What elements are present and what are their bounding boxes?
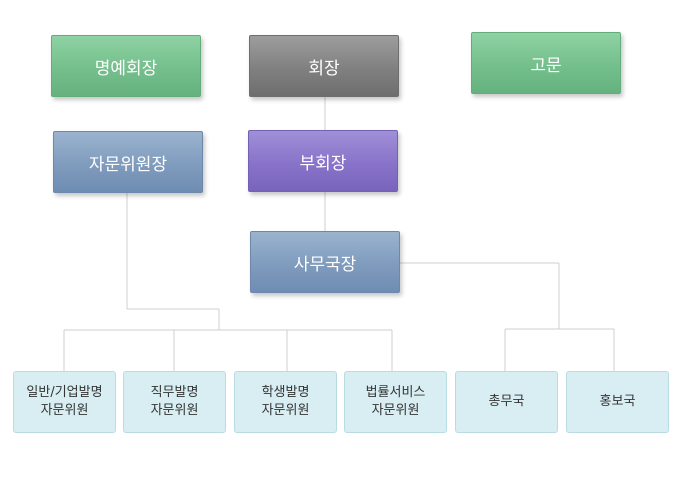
node-advisory-committee-chair: 자문위원장 xyxy=(53,131,203,193)
node-chairman-label: 회장 xyxy=(308,58,340,79)
leaf-3-line1: 학생발명 xyxy=(261,385,310,400)
leaf-public-relations: 홍보국 xyxy=(566,371,669,433)
leaf-3-line2: 자문위원 xyxy=(261,403,310,418)
leaf-2-line2: 자문위원 xyxy=(150,403,199,418)
node-advisory-committee-chair-label: 자문위원장 xyxy=(88,154,168,175)
leaf-6-line1: 홍보국 xyxy=(599,394,636,409)
node-vice-chairman: 부회장 xyxy=(248,130,398,192)
leaf-employee-invention-advisors: 직무발명 자문위원 xyxy=(123,371,226,433)
node-honorary-chairman-label: 명예회장 xyxy=(94,58,158,79)
leaf-1-line2: 자문위원 xyxy=(40,403,89,418)
node-chairman: 회장 xyxy=(249,35,399,97)
leaf-legal-service-advisors: 법률서비스 자문위원 xyxy=(344,371,447,433)
leaf-general-affairs: 총무국 xyxy=(455,371,558,433)
leaf-2-line1: 직무발명 xyxy=(150,385,199,400)
leaf-4-line1: 법률서비스 xyxy=(365,385,426,400)
node-vice-chairman-label: 부회장 xyxy=(299,153,347,174)
node-advisor-label: 고문 xyxy=(530,55,562,76)
leaf-1-line1: 일반/기업발명 xyxy=(26,385,103,400)
node-honorary-chairman: 명예회장 xyxy=(51,35,201,97)
leaf-general-corporate-invention-advisors: 일반/기업발명 자문위원 xyxy=(13,371,116,433)
node-secretary-general-label: 사무국장 xyxy=(293,254,357,275)
node-secretary-general: 사무국장 xyxy=(250,231,400,293)
node-advisor: 고문 xyxy=(471,32,621,94)
leaf-4-line2: 자문위원 xyxy=(371,403,420,418)
leaf-student-invention-advisors: 학생발명 자문위원 xyxy=(234,371,337,433)
leaf-5-line1: 총무국 xyxy=(488,394,525,409)
